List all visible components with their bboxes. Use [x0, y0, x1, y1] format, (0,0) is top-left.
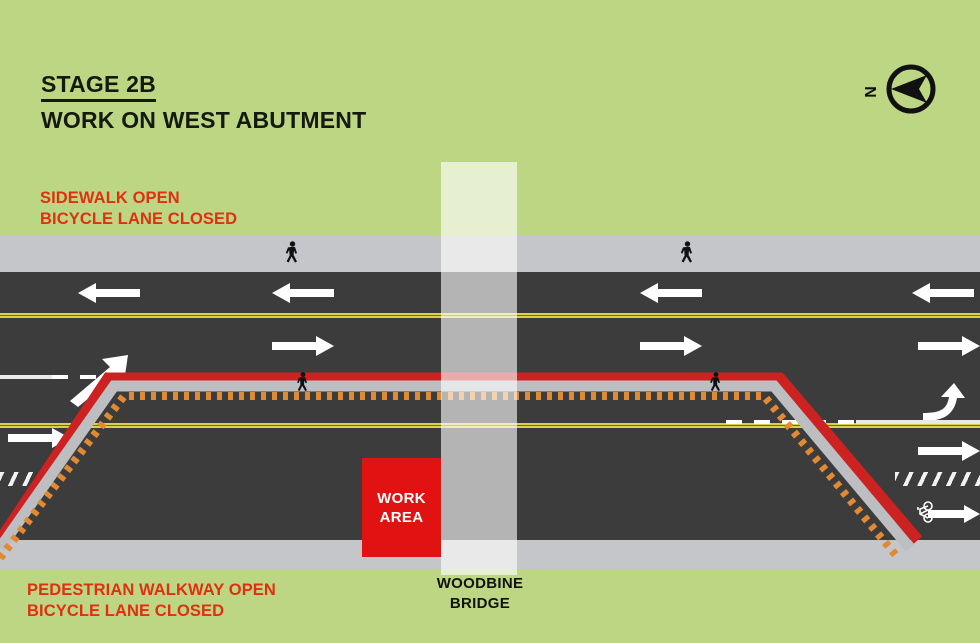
note-south-side: PEDESTRIAN WALKWAY OPEN BICYCLE LANE CLO…: [27, 580, 276, 622]
compass-icon: [886, 64, 936, 114]
pedestrian-icon-sidewalk-west: [283, 241, 300, 265]
note-north-line1: SIDEWALK OPEN: [40, 189, 180, 207]
woodbine-bridge-overlay: [441, 162, 517, 575]
note-north-side: SIDEWALK OPEN BICYCLE LANE CLOSED: [40, 188, 237, 230]
note-north-line2: BICYCLE LANE CLOSED: [40, 210, 238, 228]
lane-dash-left: [52, 375, 108, 379]
merge-arrow-left: [62, 355, 134, 407]
work-area-line1: WORK: [377, 489, 426, 507]
merge-arrow-right: [921, 383, 967, 421]
lane-arrow-east-5: [918, 441, 980, 461]
page-title-line1: STAGE 2B: [41, 70, 156, 102]
lane-arrow-east-4: [8, 428, 70, 448]
lane-arrow-west-3: [640, 283, 702, 303]
pedestrian-icon-walkway-west: [295, 372, 310, 393]
lane-arrow-west-4: [912, 283, 974, 303]
pedestrian-icon-sidewalk-east: [678, 241, 695, 265]
lane-arrow-west-2: [272, 283, 334, 303]
page-title: STAGE 2B WORK ON WEST ABUTMENT: [41, 70, 366, 134]
lane-stub-left: [0, 375, 52, 379]
bike-lane-hatch-right: [895, 472, 980, 486]
bridge-label: WOODBINE BRIDGE: [420, 574, 540, 614]
lane-arrow-bike-east: [928, 504, 980, 523]
bridge-label-line1: WOODBINE: [436, 575, 524, 592]
work-area-line2: AREA: [379, 508, 424, 526]
note-south-line1: PEDESTRIAN WALKWAY OPEN: [27, 581, 276, 599]
page-title-line2: WORK ON WEST ABUTMENT: [41, 107, 367, 133]
bicycle-icon-bike-lane: [913, 500, 935, 524]
pedestrian-icon-walkway-east: [708, 372, 723, 393]
note-south-line2: BICYCLE LANE CLOSED: [27, 602, 225, 620]
lane-arrow-west-1: [78, 283, 140, 303]
lane-arrow-east-1: [272, 336, 334, 356]
lane-dash-right: [726, 420, 956, 424]
bridge-label-line2: BRIDGE: [449, 595, 511, 612]
work-area-box: WORK AREA: [362, 458, 441, 557]
lane-arrow-east-2: [640, 336, 702, 356]
lane-arrow-east-3: [918, 336, 980, 356]
north-arrow-compass: N: [862, 63, 936, 117]
compass-north-label: N: [862, 86, 880, 98]
lane-solid-right: [856, 420, 980, 424]
